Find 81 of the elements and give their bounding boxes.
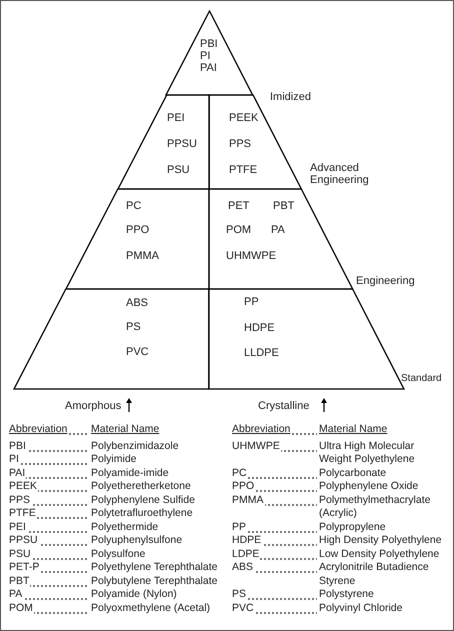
polymer-abbreviation: PP [244,296,259,309]
abbreviation-text: POM [9,602,34,615]
abbreviation-text: PSU [9,548,32,561]
polymer-abbreviation: HDPE [244,322,275,335]
polymer-abbreviation: ABS [126,297,148,310]
polymer-abbreviation: LLDPE [244,347,279,360]
material-name: Polyphenylene Oxide [319,480,418,494]
material-name: Polybenzimidazole [91,440,179,453]
abbreviation-text: PPS [9,494,32,507]
polymer-abbreviation: PAI [200,63,217,74]
category-label: Standard [401,372,442,386]
material-name: Polypropylene [319,520,386,534]
abbreviation-text: PPSU [9,534,39,548]
polymer-abbreviation: PBT [273,200,294,213]
pyramid-section [166,11,254,95]
abbreviation-text: PBI [9,440,27,453]
material-name: Polysulfone [91,548,146,561]
material-name: Polycarbonate [319,466,386,480]
polymer-abbreviation: PBI [200,39,218,50]
abbreviation-text: HDPE [232,534,262,548]
polymer-abbreviation: PPSU [166,138,197,151]
material-name: Polyvinyl Chloride [319,602,402,615]
abbreviation-text: PTFE [9,507,37,520]
abbreviation-text: PBT [9,574,30,588]
polymer-abbreviation: PS [126,321,141,334]
abbreviation-text: LDPE [232,548,260,561]
polymer-abbreviation: PEEK [229,112,258,125]
abbreviation-text: PVC [232,602,255,615]
polymer-abbreviation: PEI [166,112,185,125]
column-header: Material Name [91,423,160,436]
abbreviation-text: PAI [9,466,26,480]
abbreviation-text: PS [232,588,248,602]
material-name: Polyuphenylsulfone [91,534,182,548]
material-name: Low Density Polyethylene [319,548,440,561]
polymer-abbreviation: PTFE [229,164,258,177]
polymer-abbreviation: PPS [229,138,252,151]
abbreviation-text: PEEK [9,480,38,494]
category-label: Amorphous [65,399,122,414]
material-name: Polyethylene Terephthalate [91,561,218,574]
abbreviation-text: PC [232,466,248,480]
material-name: Polyimide [91,453,137,466]
abbreviation-text: PI [9,453,20,466]
abbreviation-text: PEI [9,520,27,534]
material-name: Polytetrafluroethylene [91,507,193,520]
material-name: High Density Polyethylene [319,534,442,548]
material-name: Polyamide (Nylon) [91,588,177,602]
column-header: Abbreviation [232,423,292,436]
polymer-abbreviation: PC [126,200,142,213]
material-name: Polyethermide [91,520,158,534]
material-name: Polystyrene [319,588,374,602]
abbreviation-text: ABS [232,561,254,574]
pyramid-section [209,189,353,289]
category-label: Imidized [270,90,311,105]
category-label: Crystalline [258,399,310,414]
polymer-abbreviation: PI [200,51,210,62]
pyramid-section [14,289,209,389]
pyramid-section [118,95,209,189]
polymer-abbreviation: PSU [166,164,190,177]
polymer-abbreviation: UHMWPE [226,250,276,263]
abbreviation-text: PA [9,588,24,602]
material-name: Polyoxmethylene (Acetal) [91,602,210,615]
column-header: Material Name [319,423,388,436]
polymer-abbreviation: PPO [126,224,150,237]
polymer-abbreviation: PMMA [126,250,159,263]
category-label: Advanced Engineering [310,162,370,186]
material-name: Polyetheretherketone [91,480,191,494]
material-name: Polyphenylene Sulfide [91,494,195,507]
polymer-abbreviation: PA [271,224,285,237]
abbreviation-text: PPO [232,480,256,494]
pyramid-section [66,189,209,289]
category-label: Engineering [356,274,415,289]
abbreviation-text: PMMA [232,494,264,507]
material-name: Polyamide-imide [91,466,169,480]
polymer-abbreviation: POM [226,224,252,237]
abbreviation-text: UHMWPE [232,440,281,453]
abbreviation-text: PP [232,520,248,534]
column-header: Abbreviation [9,423,68,436]
abbreviation-text: PET-P [9,561,40,574]
polymer-abbreviation: PET [228,200,250,213]
polymer-abbreviation: PVC [126,346,149,359]
material-name: Polybutylene Terephthalate [91,574,218,588]
